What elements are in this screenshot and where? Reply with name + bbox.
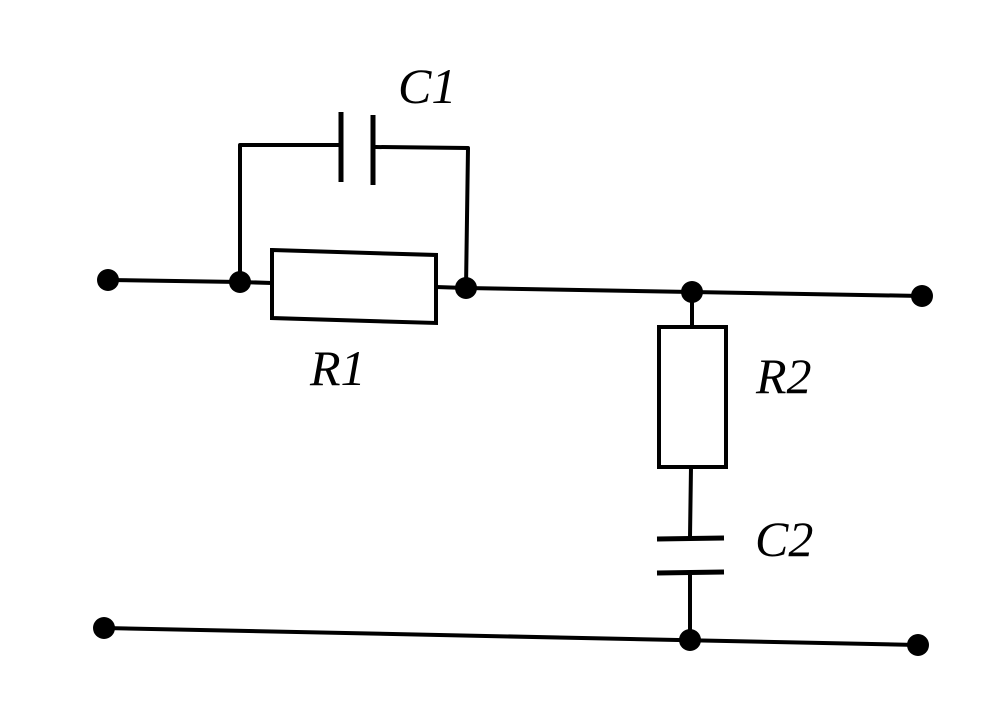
r2-label: R2 (755, 348, 812, 404)
input-top-wire (106, 278, 242, 284)
bottom-common-wire (102, 626, 920, 647)
r1-label: R1 (309, 340, 366, 396)
output-top-terminal (911, 285, 933, 307)
input-bottom-terminal (93, 617, 115, 639)
c1-left-wire (238, 143, 342, 284)
r1-resistor (270, 247, 438, 326)
c2-bottom-junction (679, 629, 701, 651)
r1-left-junction (229, 271, 251, 293)
r2-top-junction (681, 281, 703, 303)
output-bottom-terminal (907, 634, 929, 656)
c2-label: C2 (755, 511, 813, 567)
c1-label: C1 (398, 58, 456, 114)
r2-c2-wire (688, 465, 693, 539)
c2-top-plate (656, 535, 725, 542)
r2-resistor (657, 325, 728, 469)
input-top-terminal (97, 269, 119, 291)
r1-right-junction (455, 277, 477, 299)
c1-right-wire (374, 145, 470, 290)
